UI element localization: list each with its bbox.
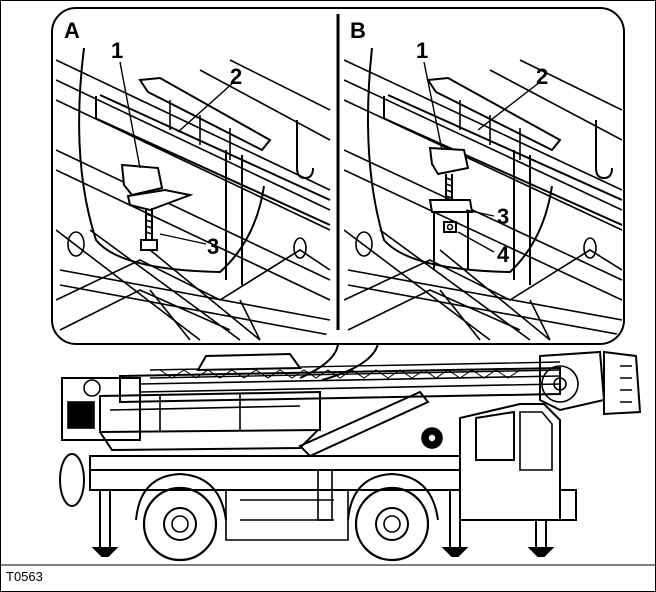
crane-vehicle	[59, 350, 642, 562]
panel-a-callout-2: 2	[230, 64, 242, 89]
panel-b-drawing	[344, 47, 622, 341]
panel-a-callout-1: 1	[111, 38, 123, 63]
panel-a-callout-3: 3	[207, 234, 219, 259]
panel-b-leaders	[423, 61, 541, 253]
panel-b-callout-4: 4	[497, 242, 510, 267]
panel-b-callout-1: 1	[416, 38, 428, 63]
panel-a-leaders	[119, 61, 235, 245]
panel-a-drawing	[56, 47, 331, 341]
figure-code: T0563	[6, 569, 43, 584]
panel-b-callout-3: 3	[497, 204, 509, 229]
panel-b-callout-2: 2	[536, 64, 548, 89]
panel-letter-b: B	[350, 18, 366, 43]
illustration: A B 1 2 3 1 2 3 4	[0, 7, 656, 566]
panel-letter-a: A	[64, 18, 80, 43]
